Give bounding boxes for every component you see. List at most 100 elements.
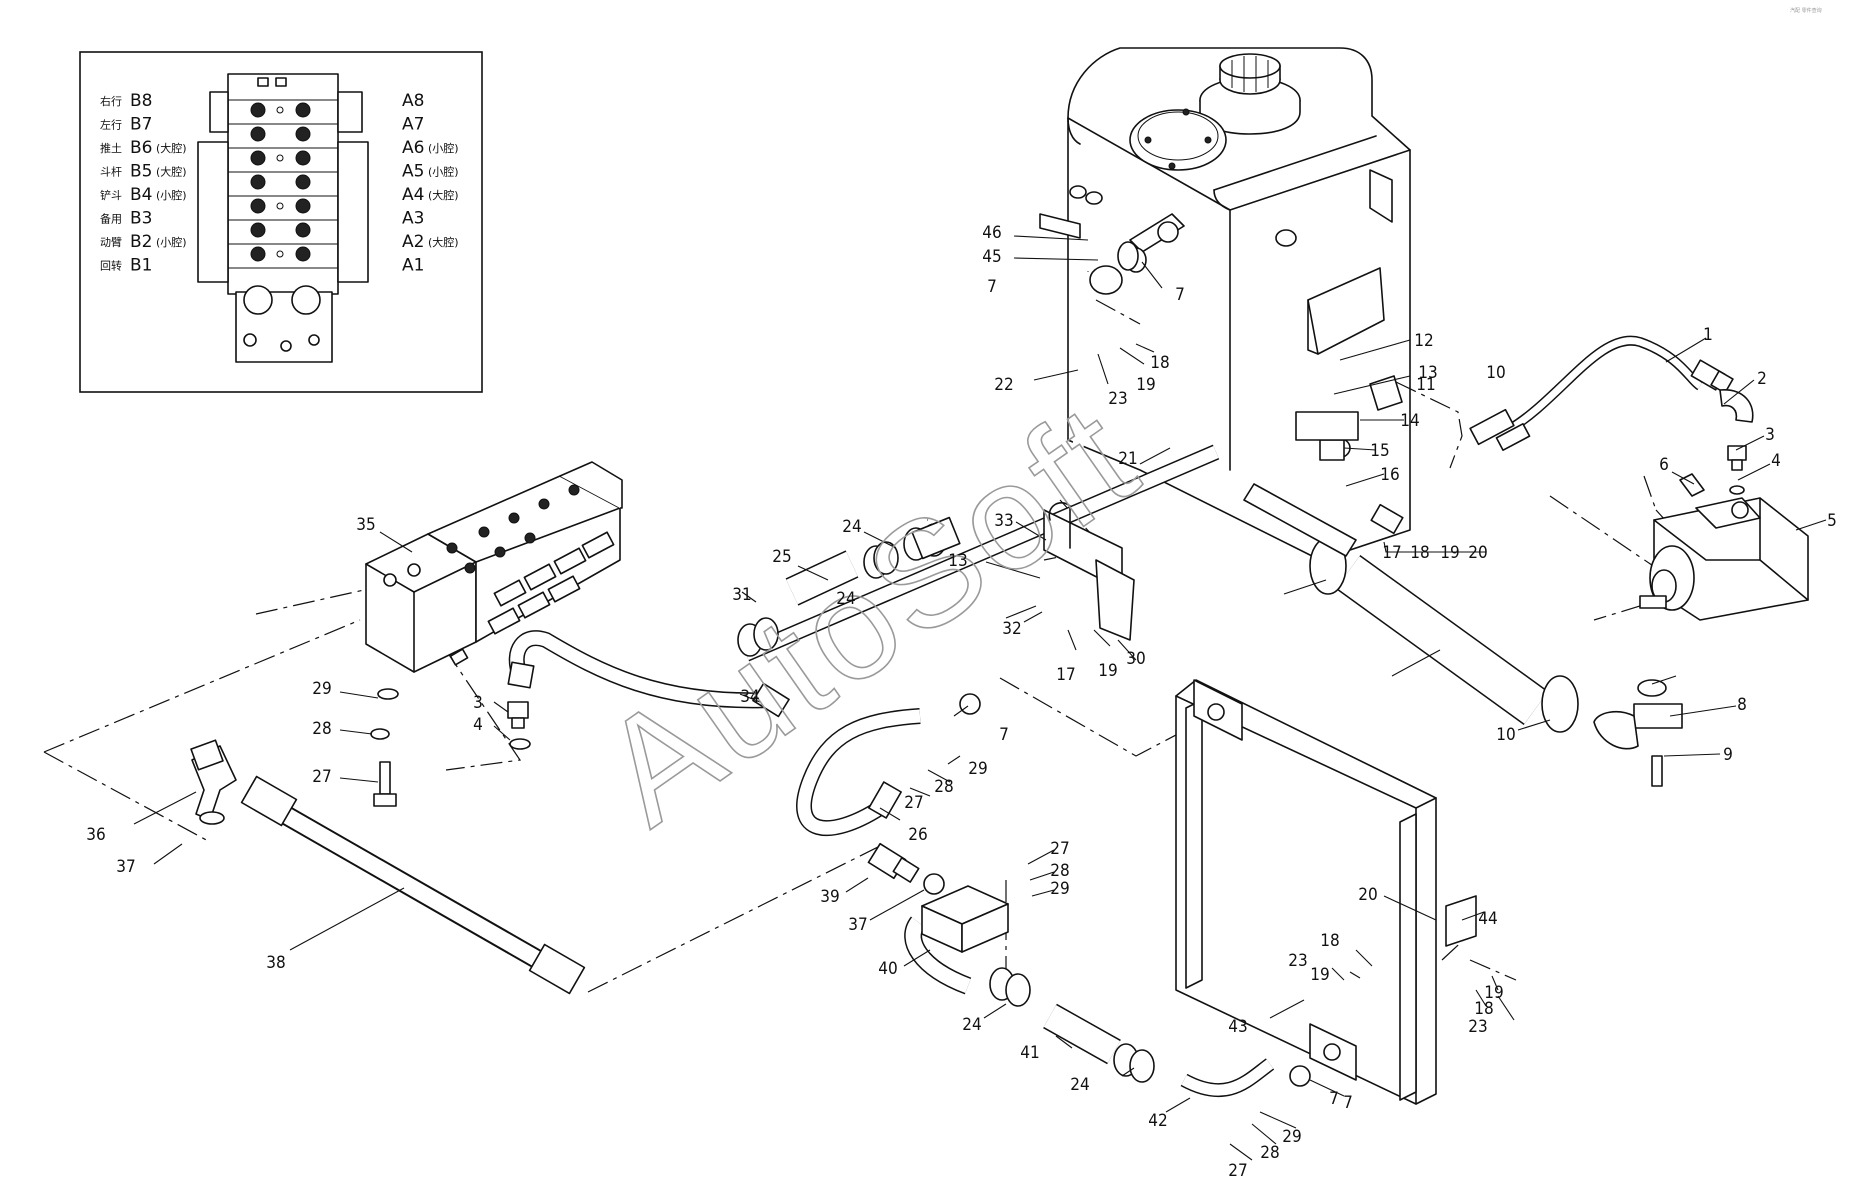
watermark: AutoSoft <box>572 370 1166 856</box>
inset-port-b-chamber: (小腔) <box>156 235 187 249</box>
callout-number: 39 <box>820 887 839 907</box>
inset-port-a-chamber: (小腔) <box>428 165 459 179</box>
inset-port-a-label: A2 <box>402 232 424 252</box>
callout-number: 24 <box>962 1015 981 1035</box>
callout-number: 19 <box>1136 375 1155 395</box>
callout-number: 38 <box>266 953 285 973</box>
callout-number: 15 <box>1370 441 1389 461</box>
callout-number: 18 <box>1410 543 1429 563</box>
inset-port-a-label: A6 <box>402 138 424 158</box>
callout-number: 36 <box>86 825 105 845</box>
callout-number: 4 <box>1771 451 1781 471</box>
callout-number: 7 <box>987 277 997 297</box>
inset-function-label: 左行 <box>100 119 122 132</box>
callout-number: 29 <box>968 759 987 779</box>
callout-number: 25 <box>772 547 791 567</box>
callout-number: 32 <box>1002 619 1021 639</box>
oil-cooler <box>1175 679 1437 1105</box>
callout-number: 28 <box>1260 1143 1279 1163</box>
callout-number: 40 <box>878 959 897 979</box>
callout-number: 13 <box>1418 363 1437 383</box>
callout-number: 26 <box>908 825 927 845</box>
callout-number: 29 <box>1050 879 1069 899</box>
inset-function-label: 铲斗 <box>100 188 122 202</box>
callout-number: 33 <box>994 511 1013 531</box>
leader-lines <box>133 235 1827 1161</box>
callout-number: 7 <box>999 725 1009 745</box>
callout-number: 19 <box>1310 965 1329 985</box>
callout-number: 20 <box>1468 543 1487 563</box>
callout-number: 27 <box>312 767 331 787</box>
inset-function-label: 推土 <box>100 141 122 155</box>
callout-number: 19 <box>1440 543 1459 563</box>
callout-number: 17 <box>1382 543 1401 563</box>
inset-port-b-label: B2 <box>130 232 152 252</box>
callout-number: 27 <box>1228 1161 1247 1181</box>
inset-port-a-chamber: (大腔) <box>428 235 459 249</box>
callout-number: 14 <box>1400 411 1419 431</box>
inset-port-b-chamber: (大腔) <box>156 165 187 179</box>
callout-number: 7 <box>1329 1089 1339 1109</box>
callout-number: 9 <box>1723 745 1733 765</box>
callout-number: 2 <box>1757 369 1767 389</box>
callout-number: 6 <box>1659 455 1669 475</box>
callout-number: 44 <box>1478 909 1497 929</box>
callout-number: 24 <box>836 589 855 609</box>
inset-port-a-label: A7 <box>402 115 424 135</box>
callout-number: 13 <box>948 551 967 571</box>
callout-number: 23 <box>1468 1017 1487 1037</box>
fittings <box>190 213 1754 1087</box>
inset-port-a-label: A4 <box>402 185 424 205</box>
corner-mark: 汽配 零件查询 <box>1790 7 1822 14</box>
inset-port-b-label: B7 <box>130 115 152 135</box>
callout-number: 29 <box>312 679 331 699</box>
callout-number: 46 <box>982 223 1001 243</box>
callout-number: 37 <box>116 857 135 877</box>
callout-number: 24 <box>842 517 861 537</box>
callout-number: 45 <box>982 247 1001 267</box>
callout-number: 42 <box>1148 1111 1167 1131</box>
callout-number: 22 <box>994 375 1013 395</box>
callout-number: 18 <box>1150 353 1169 373</box>
inset-port-a-label: A1 <box>402 256 424 276</box>
callout-number: 29 <box>1282 1127 1301 1147</box>
hydraulic-pump <box>1639 497 1809 621</box>
inset-function-label: 备用 <box>100 212 122 226</box>
callout-number: 12 <box>1414 331 1433 351</box>
callout-number: 5 <box>1827 511 1837 531</box>
inset-port-a-chamber: (大腔) <box>428 188 459 202</box>
callout-number: 3 <box>1765 425 1775 445</box>
callout-number: 18 <box>1320 931 1339 951</box>
inset-port-b-label: B4 <box>130 185 152 205</box>
callout-number: 27 <box>1050 839 1069 859</box>
control-valve <box>365 461 623 673</box>
callout-number: 34 <box>740 687 759 707</box>
callout-number: 28 <box>312 719 331 739</box>
inset-port-b-label: B5 <box>130 162 152 182</box>
callout-number: 1 <box>1703 325 1713 345</box>
callout-number: 41 <box>1020 1043 1039 1063</box>
callout-number: 28 <box>1050 861 1069 881</box>
callout-number: 7 <box>1343 1093 1353 1113</box>
callout-number: 18 <box>1474 999 1493 1019</box>
callout-number: 8 <box>1737 695 1747 715</box>
callout-number: 37 <box>848 915 867 935</box>
inset-function-label: 动臂 <box>100 236 122 249</box>
callout-number: 4 <box>473 715 483 735</box>
callout-number: 7 <box>1175 285 1185 305</box>
callout-number: 24 <box>1070 1075 1089 1095</box>
callout-number: 23 <box>1108 389 1127 409</box>
inset-port-a-chamber: (小腔) <box>428 141 459 155</box>
callout-number: 19 <box>1484 983 1503 1003</box>
inset-port-b-label: B1 <box>130 256 152 276</box>
callout-number: 11 <box>1416 375 1435 395</box>
inset-port-b-label: B6 <box>130 138 152 158</box>
inset-port-a-label: A8 <box>402 91 424 111</box>
callout-number: 3 <box>473 693 483 713</box>
inset-port-b-label: B3 <box>130 209 152 229</box>
inset-port-a-label: A3 <box>402 209 424 229</box>
